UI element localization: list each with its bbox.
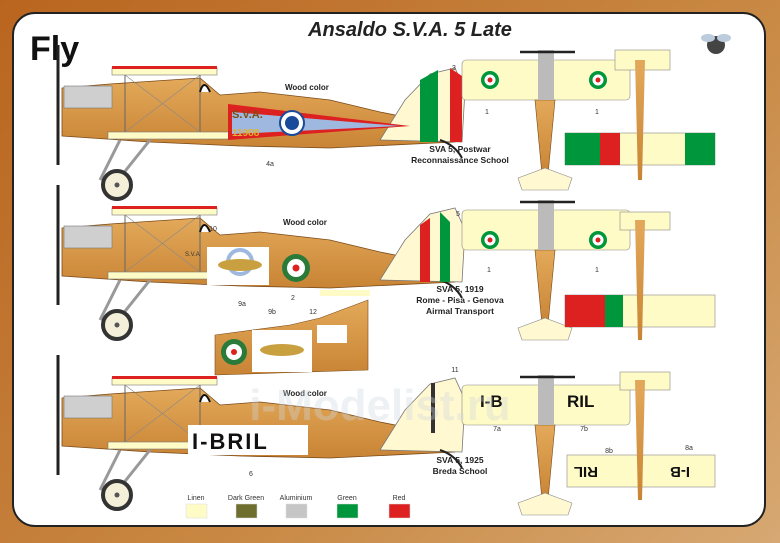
callout-7b: 7b — [580, 426, 588, 433]
legend-swatch — [336, 503, 359, 519]
caption-line-2: Breda School — [433, 466, 488, 476]
rudder-tricolor — [420, 68, 462, 142]
callout-11: 11 — [451, 367, 458, 374]
legend-label: Linen — [187, 495, 204, 502]
bottom-view-aircraft — [564, 49, 716, 180]
callout-3: 3 — [452, 65, 456, 72]
wing-registration-right: RIL — [567, 392, 594, 411]
callout-8b: 8b — [605, 448, 613, 455]
callout-1a: 1 — [485, 109, 489, 116]
callout-10: 10 — [209, 226, 217, 233]
wood-color-label: Wood color — [285, 83, 329, 92]
detail-inset — [214, 290, 370, 376]
callout-4a: 4a — [266, 161, 274, 168]
wood-color-label: Wood color — [283, 389, 327, 398]
fuselage-banner: S.V.A. 11988 — [228, 104, 410, 140]
fuselage-text: S.V.A — [185, 252, 200, 258]
legend-swatch — [235, 503, 258, 519]
legend-label: Green — [337, 495, 357, 502]
caption-line-1: SVA 5, Postwar — [429, 144, 491, 154]
callout-8a: 8a — [685, 445, 693, 452]
callout-9b: 9b — [268, 309, 276, 316]
profile-breda-school: I-BRIL Wood color 11 6 I-B RIL 7a 7b RIL… — [56, 353, 716, 517]
callout-5: 5 — [456, 211, 460, 218]
callout-12: 12 — [309, 309, 317, 316]
callout-1b: 1 — [595, 109, 599, 116]
profile-rome-pisa-genova: S.V.A Wood color 10 5 2 9a 9b 12 1 1 SVA… — [56, 183, 716, 376]
serial-number: 11988 — [232, 128, 260, 139]
fuselage-text: S.V.A. — [232, 109, 263, 121]
caption-line-2: Reconnaissance School — [411, 155, 509, 165]
bottom-view-aircraft — [564, 211, 716, 340]
bottom-wing-registration-right: RIL — [574, 463, 598, 480]
callout-6: 6 — [249, 471, 253, 478]
callout-2: 2 — [291, 295, 295, 302]
color-legend: Linen Dark Green Aluminium Green Red — [185, 495, 411, 519]
profile-postwar-reconnaissance: S.V.A. 11988 Wood color 3 4a 1 1 SVA 5, … — [56, 43, 716, 201]
legend-swatch — [285, 503, 308, 519]
caption-line-3: Airmal Transport — [426, 306, 494, 316]
caption-line-1: SVA 5, 1919 — [436, 284, 484, 294]
caption-line-2: Rome - Pisa - Genova — [416, 295, 504, 305]
registration-panel — [188, 425, 308, 455]
legend-label: Aluminium — [280, 495, 313, 502]
wing-registration-left: I-B — [480, 392, 503, 411]
registration-text: I-BRIL — [192, 429, 269, 454]
bottom-wing-registration-left: I-B — [670, 463, 690, 480]
legend-label: Red — [393, 495, 406, 502]
legend-label: Dark Green — [228, 495, 264, 502]
legend-swatch — [388, 503, 411, 519]
bee-mascot-icon — [701, 34, 731, 54]
caption-line-1: SVA 5, 1925 — [436, 455, 484, 465]
page-title: Ansaldo S.V.A. 5 Late — [307, 19, 512, 41]
callout-9a: 9a — [238, 301, 246, 308]
wood-color-label: Wood color — [283, 218, 327, 227]
legend-swatch — [185, 503, 208, 519]
watermark: i-Modelist.ru — [249, 381, 511, 430]
fly-logo: Fly — [30, 30, 79, 68]
callout-7a: 7a — [493, 426, 501, 433]
callout-1a: 1 — [487, 267, 491, 274]
bottom-view-aircraft: RIL I-B — [566, 371, 716, 500]
callout-1b: 1 — [595, 267, 599, 274]
